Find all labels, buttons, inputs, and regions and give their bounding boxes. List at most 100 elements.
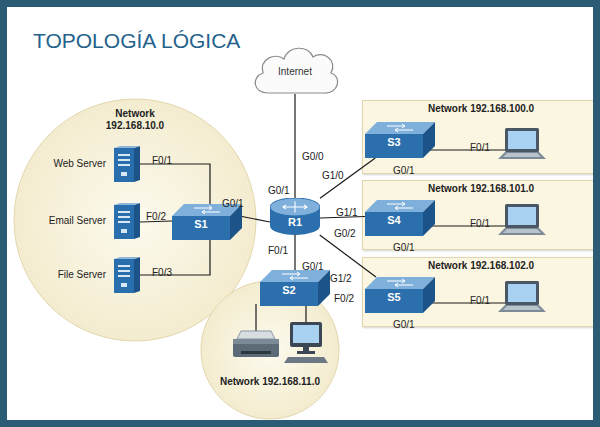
switch-icon: S1 (172, 204, 242, 240)
router-body (283, 202, 307, 213)
switch-body (423, 122, 435, 158)
laptop-icon (498, 281, 546, 312)
port-label: G1/2 (330, 273, 352, 284)
label-holder: F0/1 (268, 240, 288, 258)
server-tower (114, 257, 140, 259)
label-holder: G1/1 (336, 202, 358, 220)
switch-body (365, 134, 423, 158)
port-label: G0/2 (334, 228, 356, 239)
wire (305, 304, 306, 322)
device-name: S2 (260, 284, 318, 297)
switch-icon: S3 (365, 122, 435, 158)
server-tower (114, 146, 140, 148)
port-label: G0/1 (393, 319, 415, 330)
server-icon: Web Server (45, 146, 140, 182)
device-name: R1 (270, 216, 320, 229)
server-tower (121, 172, 127, 176)
port-label: F0/2 (334, 293, 354, 304)
network-heading: Network 192.168.100.0 (362, 103, 600, 115)
label-holder: G0/1 (393, 314, 415, 332)
label-holder: G1/2 (330, 268, 352, 286)
network-heading: Network 192.168.102.0 (362, 260, 600, 272)
port-label: G0/1 (268, 185, 290, 196)
server-tower (114, 259, 134, 293)
port-label: G0/1 (302, 261, 324, 272)
server-tower (114, 203, 140, 205)
server-tower (134, 146, 140, 182)
laptop-icon (505, 281, 539, 305)
device-name: S3 (365, 136, 423, 149)
network-heading: Network 192.168.10.0 (95, 108, 175, 132)
wire (430, 149, 505, 150)
laptop-icon (508, 284, 536, 302)
label-holder: G0/1 (302, 256, 324, 274)
server-tower (114, 148, 134, 182)
pc-icon (297, 351, 315, 354)
laptop-icon (498, 152, 546, 159)
label-holder: G0/1 (393, 237, 415, 255)
device-name: Email Server (49, 215, 106, 227)
port-label: F0/1 (470, 295, 490, 306)
pc-icon (293, 325, 319, 343)
port-label: G0/1 (222, 198, 244, 209)
port-label: G0/1 (393, 242, 415, 253)
label-holder: F0/1 (470, 213, 490, 231)
router-body (270, 198, 320, 216)
printer-icon (233, 331, 279, 357)
printer-icon (233, 339, 279, 344)
device-name: Web Server (53, 158, 106, 170)
server-tower (114, 257, 140, 293)
device-name: S1 (172, 218, 230, 231)
network-link (294, 235, 295, 270)
server-tower (118, 164, 130, 166)
printer-icon (237, 331, 275, 339)
server-tower (118, 211, 130, 213)
laptop-icon (498, 128, 546, 159)
label-holder: G0/2 (334, 223, 356, 241)
switch-body (260, 282, 318, 306)
port-label: F0/1 (470, 218, 490, 229)
label-holder: F0/1 (470, 137, 490, 155)
laptop-icon (498, 305, 546, 312)
network-panel: Network 192.168.102.0S5 (362, 257, 600, 327)
server-tower (114, 203, 140, 239)
laptop-icon (505, 204, 539, 228)
port-label: F0/2 (146, 211, 166, 222)
server-tower (134, 257, 140, 293)
server-icon: File Server (45, 257, 140, 293)
device-name: File Server (58, 269, 106, 281)
server-tower (121, 283, 127, 287)
server-tower (118, 159, 130, 161)
laptop-icon (503, 306, 541, 310)
router-icon: R1 (270, 198, 320, 235)
switch-body (194, 206, 220, 214)
network-heading: Network 192.168.11.0 (205, 376, 335, 388)
server-tower (134, 203, 140, 239)
switch-body (423, 277, 435, 313)
label-holder: G0/1 (268, 180, 290, 198)
laptop-icon (508, 207, 536, 225)
title-holder: TOPOLOGÍA LÓGICA (33, 28, 240, 53)
network-panel: Network 192.168.101.0S4 (362, 180, 600, 250)
laptop-icon (503, 229, 541, 233)
label-holder: F0/1 (152, 150, 172, 168)
server-tower (118, 154, 130, 156)
server-tower (121, 229, 127, 233)
port-label: F0/1 (470, 142, 490, 153)
switch-body (365, 122, 435, 134)
server-tower (118, 265, 130, 267)
printer-icon (233, 339, 279, 357)
printer-icon (241, 351, 271, 354)
label-holder: F0/2 (146, 206, 166, 224)
label-holder: G1/0 (322, 165, 344, 183)
switch-body (365, 212, 423, 236)
port-label: F0/1 (268, 245, 288, 256)
switch-icon: S2 (260, 270, 330, 306)
device-name: S5 (365, 291, 423, 304)
switch-body (423, 200, 435, 236)
label-holder: F0/3 (152, 262, 172, 280)
laptop-icon (505, 128, 539, 152)
switch-body (365, 289, 423, 313)
